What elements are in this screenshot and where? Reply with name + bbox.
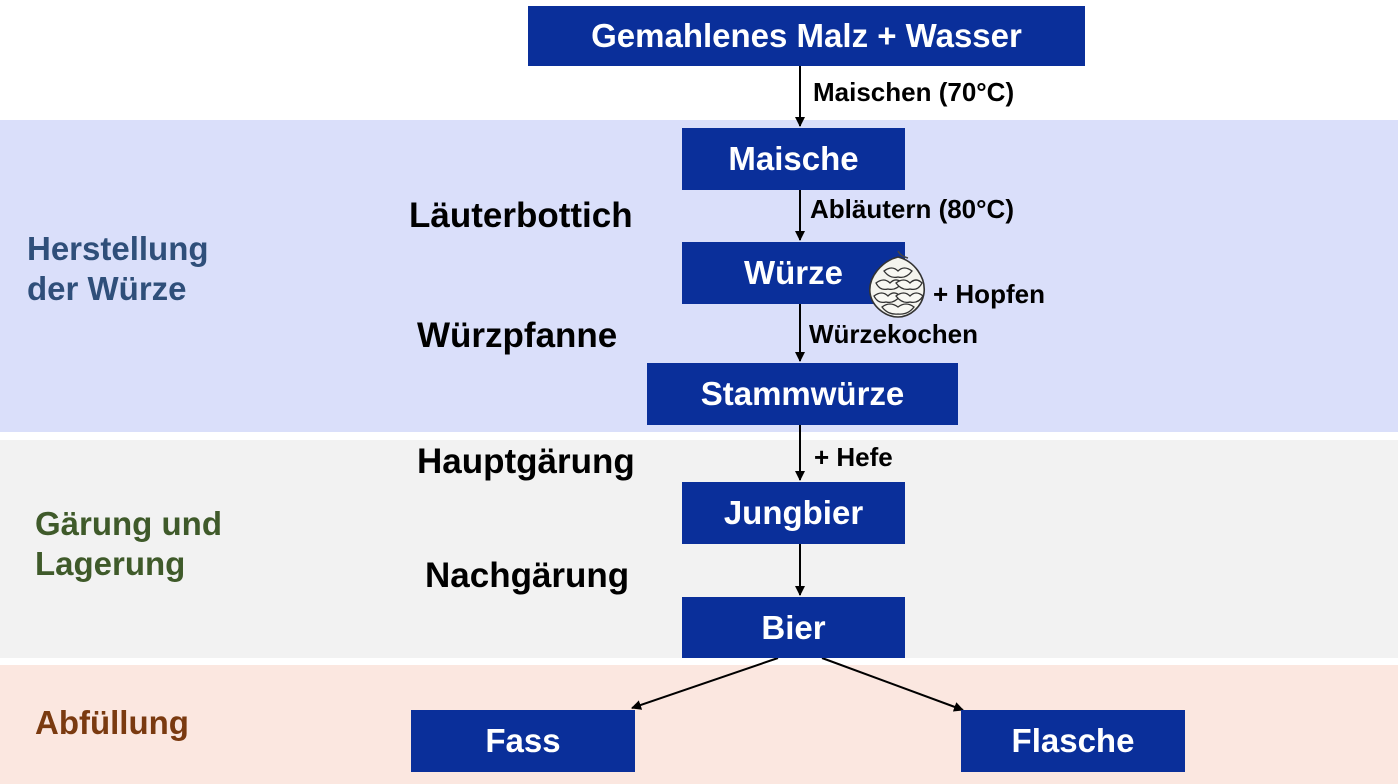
stage-label-gaerung-lagerung: Gärung und Lagerung bbox=[35, 504, 222, 584]
equipment-label-wuerzpfanne: Würzpfanne bbox=[417, 316, 618, 355]
stage-label-abfuellung: Abfüllung bbox=[35, 704, 189, 741]
arrow-bier-flasche bbox=[821, 657, 964, 712]
box-maische: Maische bbox=[682, 128, 905, 190]
stage-label-line: der Würze bbox=[27, 270, 187, 307]
hop-cone-icon bbox=[869, 250, 925, 318]
stage-label-line: Herstellung bbox=[27, 230, 209, 267]
box-bier: Bier bbox=[682, 597, 905, 658]
step-label-hopfen: + Hopfen bbox=[933, 279, 1045, 309]
box-wuerze: Würze bbox=[682, 242, 905, 304]
equipment-label-nachgaerung: Nachgärung bbox=[425, 556, 630, 595]
stage-label-line: Lagerung bbox=[35, 545, 186, 582]
box-jungbier: Jungbier bbox=[682, 482, 905, 544]
equipment-label-laeuterbottich: Läuterbottich bbox=[409, 196, 633, 235]
stage-label-line: Gärung und bbox=[35, 505, 222, 542]
box-malz-wasser: Gemahlenes Malz + Wasser bbox=[528, 6, 1085, 66]
step-label-wuerzekochen: Würzekochen bbox=[809, 319, 979, 349]
step-label-maischen: Maischen (70°C) bbox=[813, 77, 1015, 107]
stage-label-herstellung-wuerze: Herstellung der Würze bbox=[27, 229, 209, 309]
step-label-hefe: + Hefe bbox=[814, 442, 893, 472]
box-stammwuerze: Stammwürze bbox=[647, 363, 958, 425]
arrow-bier-fass bbox=[631, 657, 779, 710]
box-fass: Fass bbox=[411, 710, 635, 772]
equipment-label-hauptgaerung: Hauptgärung bbox=[417, 442, 635, 481]
box-flasche: Flasche bbox=[961, 710, 1185, 772]
step-label-ablaeutern: Abläutern (80°C) bbox=[810, 194, 1014, 224]
